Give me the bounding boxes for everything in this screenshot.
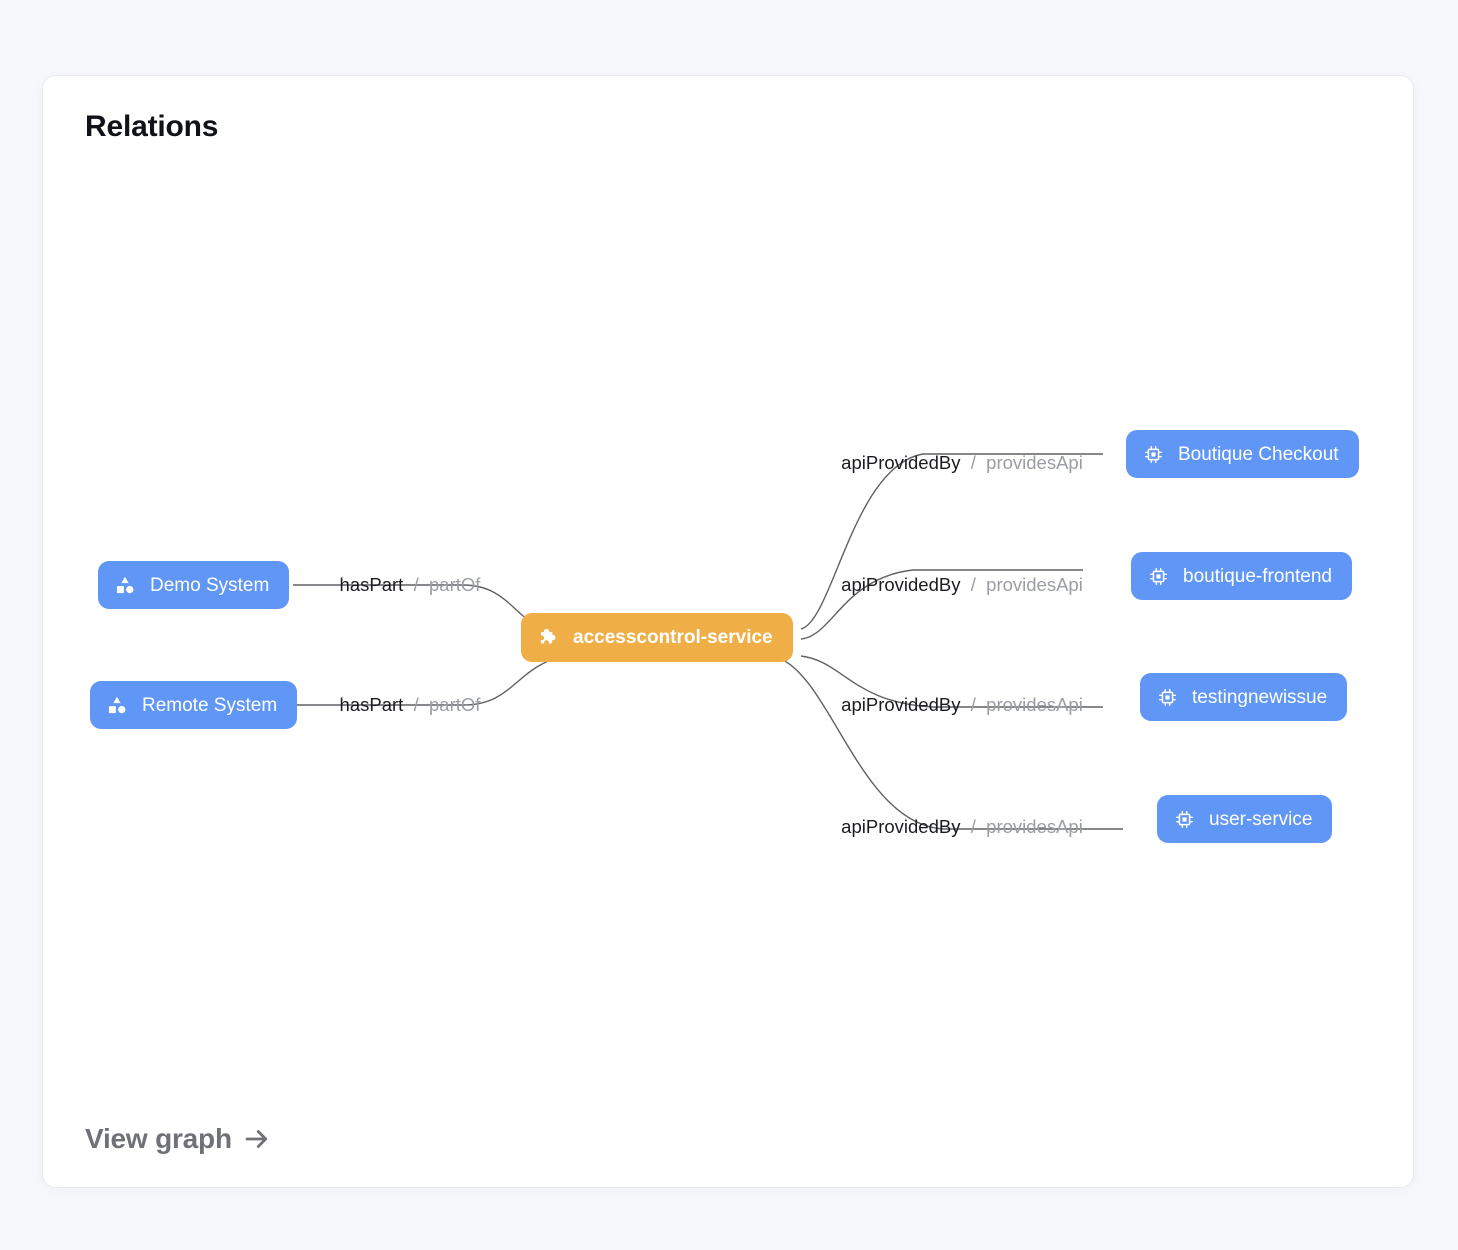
edge-label-testingnewissue: apiProvidedBy / providesApi (841, 693, 1083, 715)
view-graph-link[interactable]: View graph (85, 1123, 272, 1155)
graph-node-remote-system[interactable]: Remote System (90, 681, 298, 729)
edge-separator: / (965, 815, 982, 837)
edge-relation: apiProvidedBy (841, 573, 961, 595)
graph-node-label: user-service (1209, 808, 1313, 830)
chip-icon (1156, 686, 1178, 708)
edge-reverse-relation: providesApi (986, 693, 1083, 715)
graph-node-demo-system[interactable]: Demo System (98, 561, 290, 609)
edge-separator: / (965, 573, 982, 595)
edge-label-boutique-frontend: apiProvidedBy / providesApi (841, 573, 1083, 595)
arrow-right-icon (242, 1124, 272, 1154)
graph-node-boutique-frontend[interactable]: boutique-frontend (1131, 552, 1352, 600)
edge-path-boutique-checkout (800, 453, 1103, 630)
edge-label-demo-system: hasPart / partOf (339, 573, 481, 595)
graph-node-testingnewissue[interactable]: testingnewissue (1140, 673, 1348, 721)
graph-node-label: Remote System (142, 694, 278, 716)
chip-icon (1173, 808, 1195, 830)
page-title: Relations (85, 110, 219, 143)
edge-path-user-service (782, 659, 1123, 830)
puzzle-piece-icon (537, 627, 559, 649)
edge-reverse-relation: partOf (429, 573, 481, 595)
graph-node-user-service[interactable]: user-service (1157, 795, 1333, 843)
graph-node-accesscontrol-service[interactable]: accesscontrol-service (521, 613, 793, 662)
edge-separator: / (965, 693, 982, 715)
relations-graph: Demo System Remote System (43, 76, 1413, 1187)
edge-label-user-service: apiProvidedBy / providesApi (841, 815, 1083, 837)
edge-reverse-relation: partOf (429, 693, 481, 715)
relations-card: Relations (42, 75, 1414, 1188)
edge-relation: apiProvidedBy (841, 693, 961, 715)
category-shapes-icon (114, 574, 136, 596)
graph-node-label: accesscontrol-service (573, 627, 773, 648)
graph-node-label: Boutique Checkout (1178, 443, 1339, 465)
edge-reverse-relation: providesApi (986, 573, 1083, 595)
graph-node-label: testingnewissue (1192, 686, 1328, 708)
edge-label-remote-system: hasPart / partOf (339, 693, 481, 715)
chip-icon (1147, 565, 1169, 587)
category-shapes-icon (106, 694, 128, 716)
edge-reverse-relation: providesApi (986, 451, 1083, 473)
graph-node-boutique-checkout[interactable]: Boutique Checkout (1126, 430, 1359, 478)
edge-separator: / (408, 693, 424, 715)
edge-separator: / (965, 451, 982, 473)
edge-relation: hasPart (339, 573, 404, 595)
chip-icon (1142, 443, 1164, 465)
edge-separator: / (408, 573, 424, 595)
edge-relation: hasPart (339, 693, 404, 715)
edge-relation: apiProvidedBy (841, 451, 961, 473)
edge-relation: apiProvidedBy (841, 815, 961, 837)
edge-label-boutique-checkout: apiProvidedBy / providesApi (841, 451, 1083, 473)
edge-reverse-relation: providesApi (986, 815, 1083, 837)
graph-node-label: boutique-frontend (1183, 565, 1332, 587)
view-graph-label: View graph (85, 1123, 232, 1154)
graph-node-label: Demo System (150, 574, 270, 596)
